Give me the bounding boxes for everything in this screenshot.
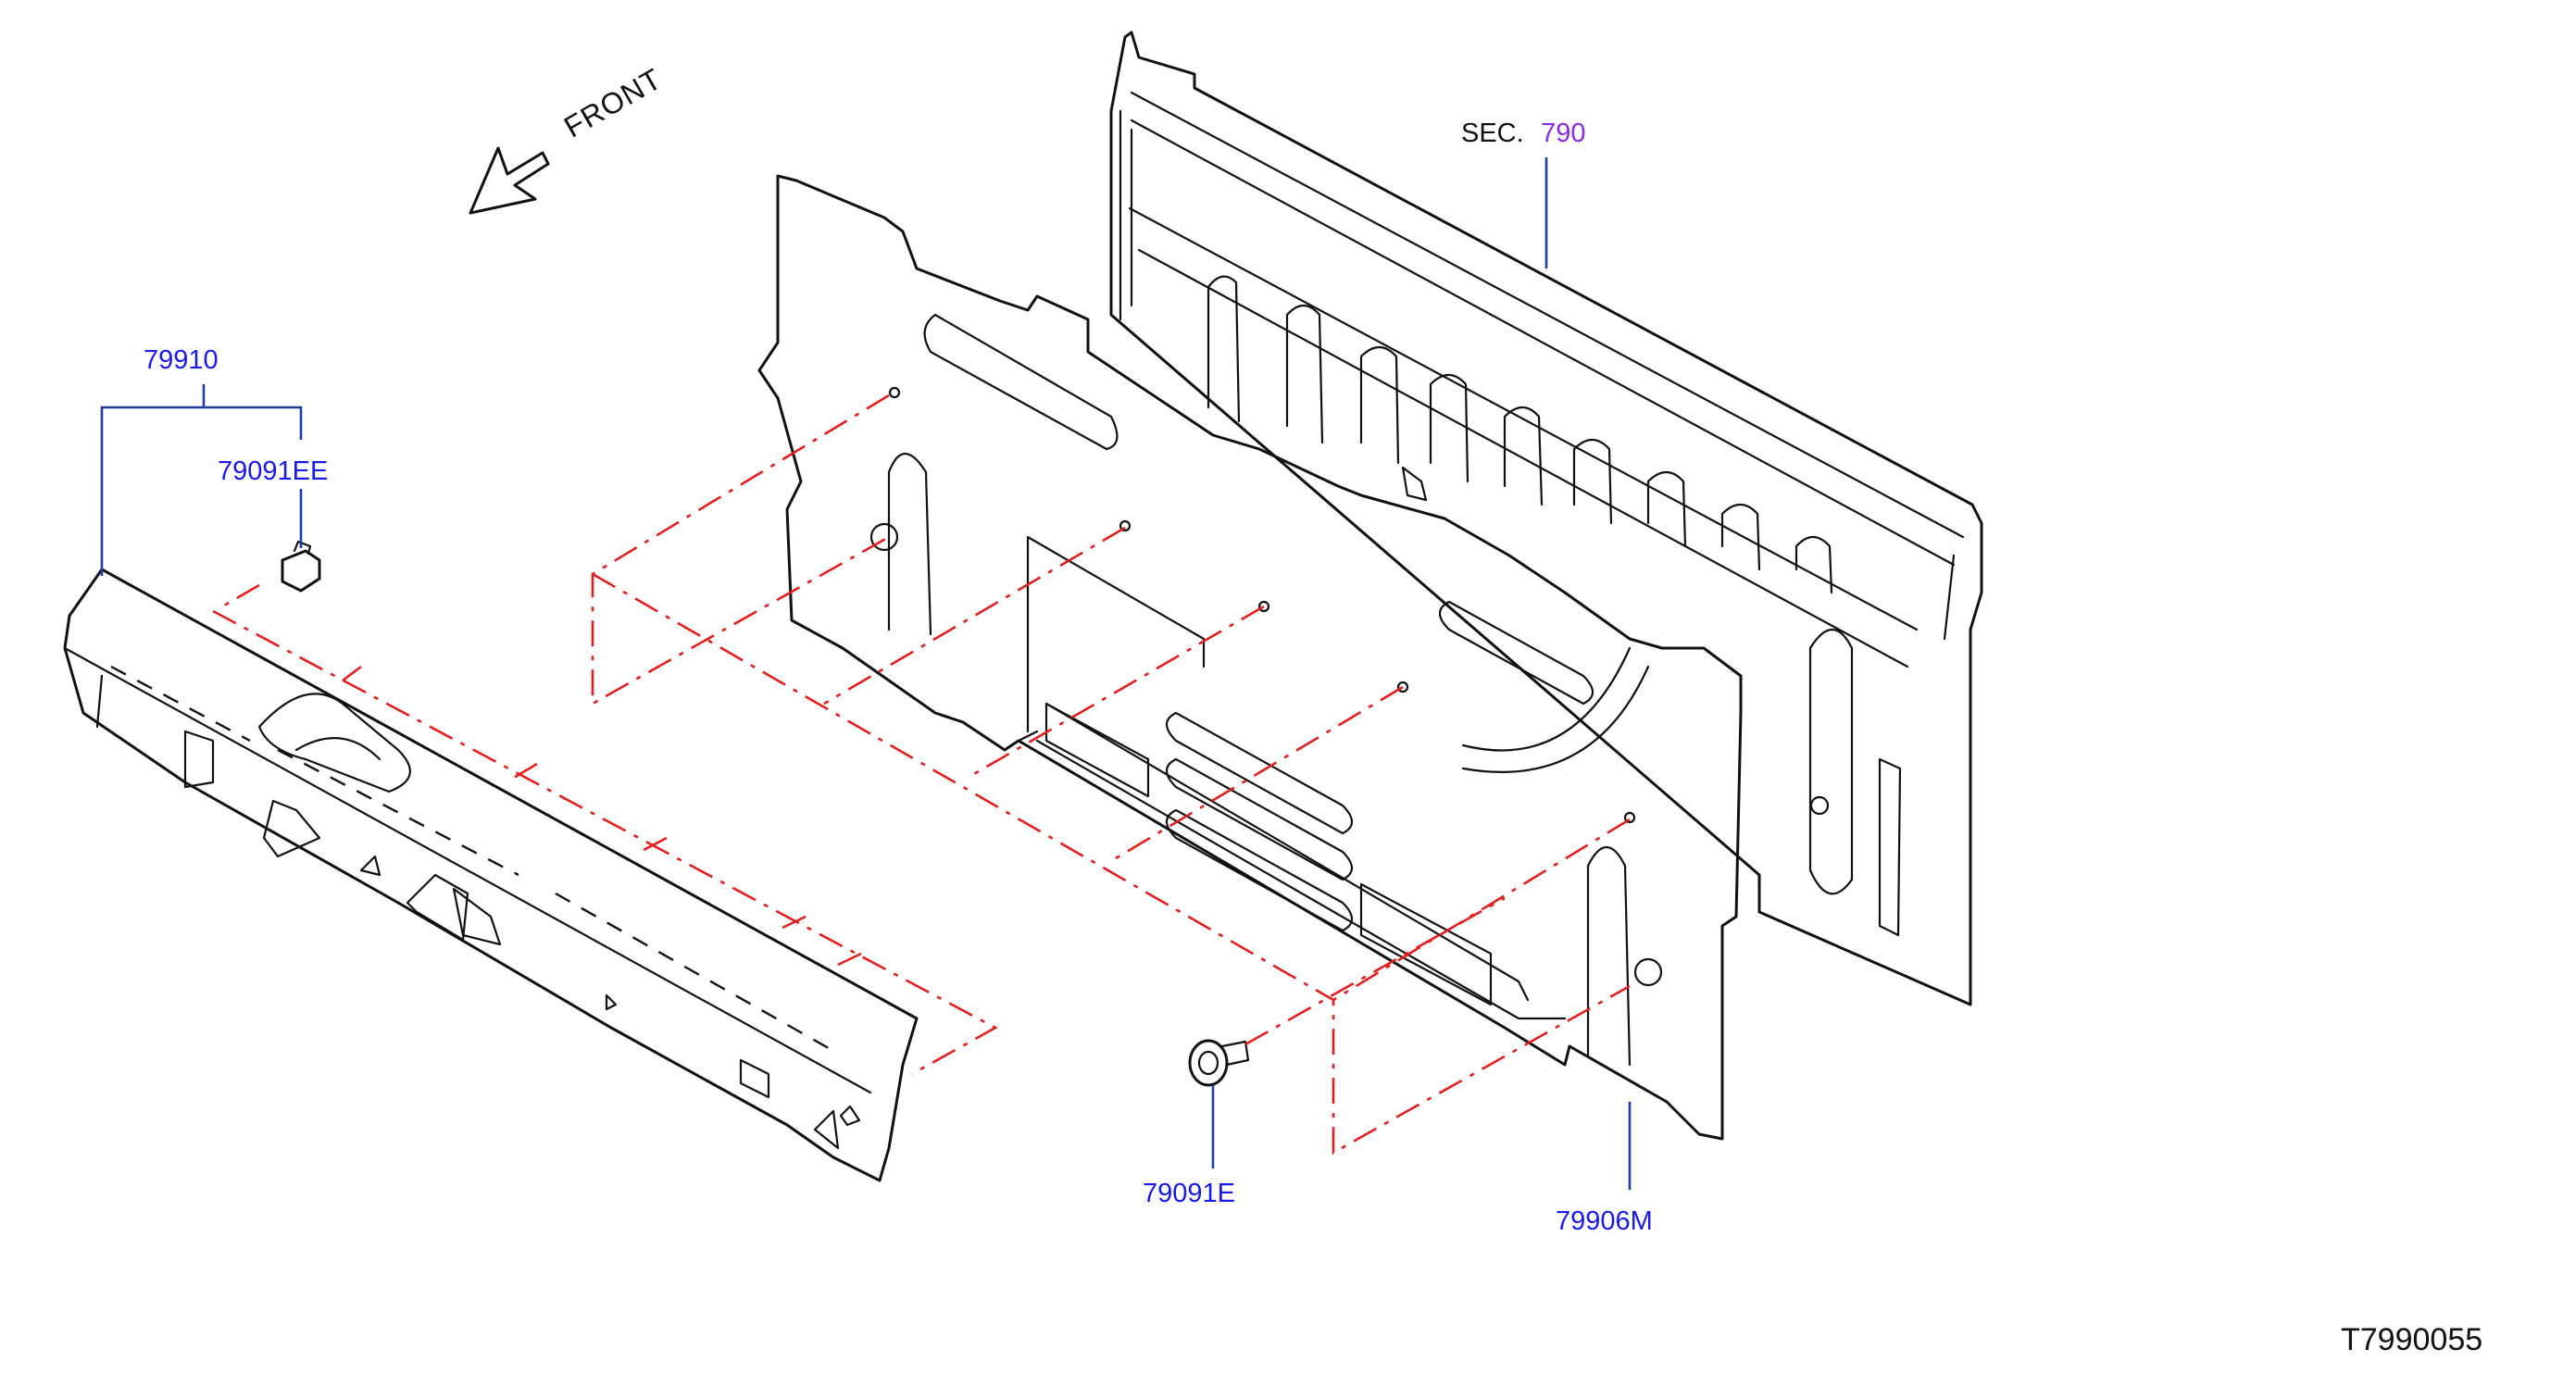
leader-lines — [100, 157, 1632, 1190]
trim-strip-79910 — [63, 568, 919, 1182]
section-prefix: SEC. — [1461, 119, 1524, 148]
section-reference: SEC. 790 — [1461, 120, 1586, 147]
trim-panel-79906m — [757, 174, 1743, 1141]
assembly-lines — [212, 393, 1631, 1155]
diagram-code: T7990055 — [2341, 1322, 2483, 1357]
front-arrow-icon — [469, 146, 550, 215]
part-number-79906m[interactable]: 79906M — [1556, 1206, 1653, 1236]
part-number-79091e[interactable]: 79091E — [1143, 1179, 1235, 1208]
clip-79091ee — [281, 540, 321, 593]
section-number-link[interactable]: 790 — [1541, 119, 1586, 148]
part-number-79910[interactable]: 79910 — [144, 345, 219, 375]
rear-body-panel — [1109, 31, 1983, 1006]
part-number-79091ee[interactable]: 79091EE — [218, 456, 329, 486]
clip-79091e — [1188, 1039, 1250, 1087]
